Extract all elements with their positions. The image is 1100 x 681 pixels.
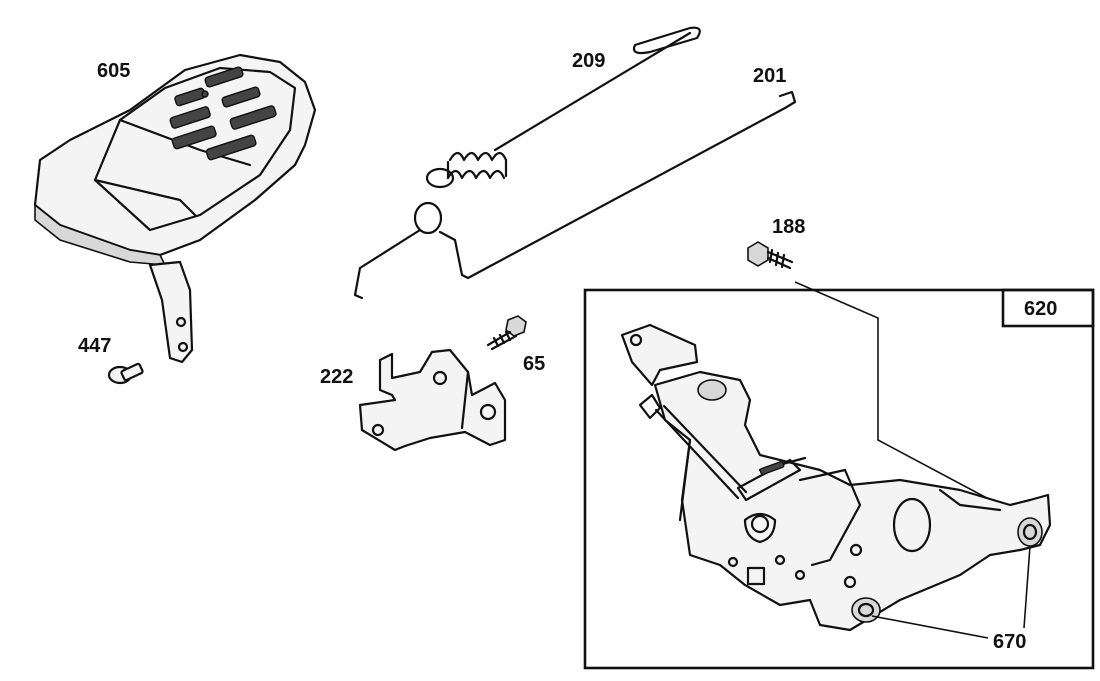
label-201: 201 [753, 65, 786, 87]
assembly-box-620 [583, 288, 1095, 670]
leader-670-left [871, 615, 989, 639]
leader-188 [794, 281, 1001, 506]
screw-447 [107, 362, 144, 385]
control-cover-605 [33, 53, 317, 364]
label-670: 670 [993, 631, 1026, 653]
label-620: 620 [1024, 298, 1057, 320]
label-222: 222 [320, 366, 353, 388]
bolt-188 [747, 241, 794, 270]
link-rod-201 [353, 90, 797, 300]
screw-65 [486, 315, 527, 351]
label-447: 447 [78, 335, 111, 357]
bracket-222 [358, 348, 507, 452]
governor-control-assembly [620, 323, 1052, 632]
governor-spring-209 [425, 26, 701, 189]
label-188: 188 [772, 216, 805, 238]
label-605: 605 [97, 60, 130, 82]
label-209: 209 [572, 50, 605, 72]
label-65: 65 [523, 353, 545, 375]
leader-670-right [1023, 545, 1031, 629]
